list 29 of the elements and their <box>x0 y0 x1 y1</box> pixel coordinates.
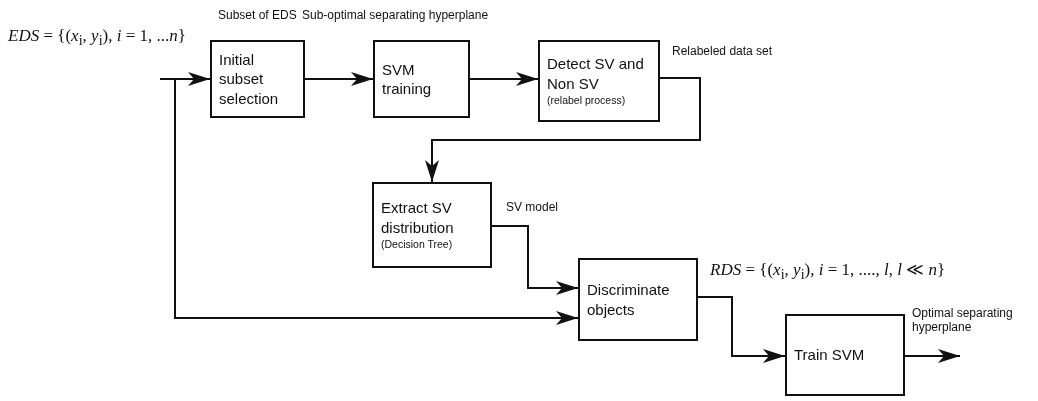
process-box <box>372 182 492 268</box>
process-box <box>373 40 470 118</box>
box-label: Initial subset selection <box>219 49 280 109</box>
process-box <box>578 258 698 341</box>
annotation-text: Sub-optimal separating hyperplane <box>302 8 489 23</box>
arrow <box>425 77 701 183</box>
arrow <box>697 296 786 363</box>
process-box <box>785 314 905 396</box>
annotation-text: SV model <box>506 200 559 215</box>
box-label: Discriminate objects <box>587 280 671 319</box>
box-label: Detect SV and Non SV <box>547 54 645 94</box>
process-box <box>538 40 660 122</box>
box-label: SVM training <box>382 59 433 99</box>
arrow <box>304 72 374 86</box>
formula-text: RDS = {(x$_{i}$, y$_{i}$), i = 1, ...., l, l ≪ n} <box>710 260 946 284</box>
arrow <box>469 72 539 86</box>
annotation-text: Optimal separating hyperplane <box>912 306 1014 335</box>
arrow <box>491 225 579 295</box>
annotation-text: Relabeled data set <box>672 44 773 59</box>
box-label: Train SVM <box>794 345 866 365</box>
arrow <box>159 72 211 86</box>
arrow <box>174 78 579 325</box>
arrow <box>904 349 961 363</box>
annotation-text: Subset of EDS <box>218 8 297 23</box>
box-note: (Decision Tree) <box>381 238 454 252</box>
formula-text: EDS = {(x$_{i}$, y$_{i}$), i = 1, ...n} <box>8 26 186 50</box>
process-box <box>210 40 305 118</box>
box-label: Extract SV distribution <box>381 198 455 238</box>
box-note: (relabel process) <box>547 94 627 108</box>
